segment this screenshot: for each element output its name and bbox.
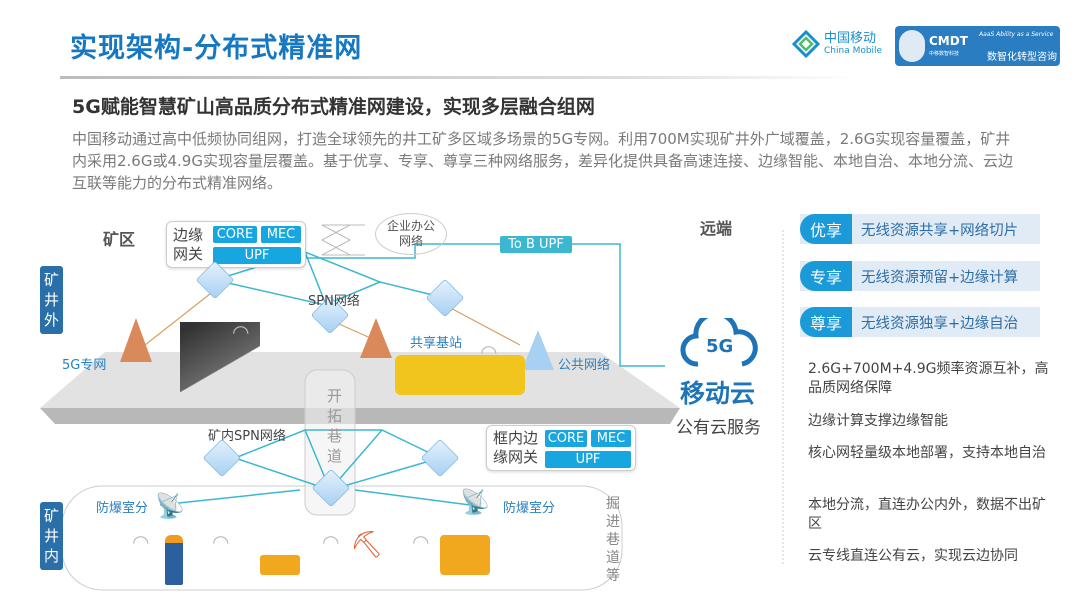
service-key: 尊享 xyxy=(800,307,852,337)
wifi-icon: ◠ xyxy=(212,530,230,554)
enterprise-office-network: 企业办公网络 xyxy=(375,213,447,255)
inside-mine-label: 矿井内 xyxy=(40,502,63,570)
cmdt-logo: CMDT 中移数智科技 AaaS Ability as a Service 数智… xyxy=(895,26,1060,66)
remote-label: 远端 xyxy=(700,219,733,238)
mine-area-label: 矿区 xyxy=(103,230,136,249)
bullet-item: 本地分流，直连办公内外，数据不出矿区 xyxy=(808,497,1046,532)
platform-edge xyxy=(40,408,680,424)
excavation-roadway-label: 掘进巷道等 xyxy=(606,496,620,584)
explosion-proof-right-label: 防爆室分 xyxy=(503,501,556,516)
wifi-icon: ◠ xyxy=(232,320,250,344)
logo-cn: 中国移动 xyxy=(824,31,877,46)
cmdt-text: CMDT xyxy=(929,34,968,48)
service-value: 无线资源预留+边缘计算 xyxy=(861,269,1019,286)
bullet-item: 2.6G+700M+4.9G频率资源互补，高品质网络保障 xyxy=(808,361,1049,396)
excavator-icon xyxy=(260,555,300,575)
cloud-5g-text: 5G xyxy=(706,336,734,357)
service-tier-zhuanxiang: 专享无线资源预留+边缘计算 xyxy=(800,261,1040,291)
cmdt-sub: 中移数智科技 xyxy=(929,51,960,57)
service-tier-zunxiang: 尊享无线资源独享+边缘自治 xyxy=(800,307,1040,337)
mec-chip: MEC xyxy=(591,430,631,447)
wifi-icon: ◠ xyxy=(322,530,340,554)
tob-upf-chip: To B UPF xyxy=(500,236,572,253)
edge-gateway-label: 边缘网关 xyxy=(173,226,204,263)
service-key: 专享 xyxy=(800,261,852,291)
subtitle: 5G赋能智慧矿山高品质分布式精准网建设，实现多层融合组网 xyxy=(72,96,595,118)
wifi-icon: ◠ xyxy=(132,530,150,554)
service-tier-youxiang: 优享无线资源共享+网络切片 xyxy=(800,214,1040,244)
upf-chip: UPF xyxy=(545,451,631,468)
avatar-icon xyxy=(899,30,925,62)
coal-conveyor-icon xyxy=(180,322,260,392)
service-value: 无线资源共享+网络切片 xyxy=(861,222,1019,239)
intro-paragraph: 中国移动通过高中低频协同组网，打造全球领先的井工矿多区域多场景的5G专网。利用7… xyxy=(72,130,1013,192)
wifi-icon: ◠ xyxy=(412,530,430,554)
core-chip: CORE xyxy=(213,226,257,243)
pickaxe-icon: ⛏ xyxy=(350,530,384,560)
upf-chip: UPF xyxy=(213,247,301,264)
inner-spn-label: 矿内SPN网络 xyxy=(208,429,286,444)
explosion-proof-left-label: 防爆室分 xyxy=(96,501,149,516)
cmdt-slogan: 数智化转型咨询 xyxy=(987,52,1057,63)
outside-mine-label: 矿井外 xyxy=(40,266,63,334)
bullet-item: 云专线直连公有云，实现云边协同 xyxy=(808,548,1018,564)
private-5g-tower-icon xyxy=(120,318,152,362)
service-key: 优享 xyxy=(800,214,852,244)
spn-network-label: SPN网络 xyxy=(308,294,360,309)
satellite-antenna-icon: 📡 xyxy=(460,488,490,516)
core-chip: CORE xyxy=(545,430,587,447)
public-cloud-service: 公有云服务 xyxy=(676,418,761,438)
mobile-cloud-name: 移动云 xyxy=(680,379,756,408)
edge-gateway: 边缘网关 CORE MEC UPF xyxy=(166,221,306,268)
page-title: 实现架构-分布式精准网 xyxy=(70,33,363,64)
logo-en: China Mobile xyxy=(824,46,883,56)
inner-edge-gateway: 框内边缘网关 CORE MEC UPF xyxy=(486,425,636,471)
inner-edge-gateway-label: 框内边缘网关 xyxy=(493,429,539,466)
public-network-label: 公共网络 xyxy=(558,358,611,373)
title-divider xyxy=(60,76,860,79)
tunnel-loader-icon xyxy=(440,535,490,575)
wifi-icon: ◠ xyxy=(480,340,498,364)
mobile-cloud-logo: 5G xyxy=(680,311,758,378)
bullet-item: 边缘计算支撑边缘智能 xyxy=(808,413,948,429)
bullet-item: 核心网轻量级本地部署，支持本地自治 xyxy=(808,445,1046,461)
china-mobile-emblem-icon xyxy=(792,30,820,58)
aaas-text: AaaS Ability as a Service xyxy=(979,31,1054,38)
mec-chip: MEC xyxy=(261,226,301,243)
development-roadway-label: 开拓巷道 xyxy=(327,387,343,465)
public-network-tower-icon xyxy=(522,330,554,370)
shared-base-station-label: 共享基站 xyxy=(410,336,463,351)
service-value: 无线资源独享+边缘自治 xyxy=(861,315,1019,332)
development-roadway-shaft xyxy=(304,369,356,516)
shared-base-station-icon xyxy=(360,318,392,358)
mining-truck-loader-icon xyxy=(395,355,525,395)
miner-drill-icon xyxy=(165,535,183,585)
satellite-antenna-icon: 📡 xyxy=(155,492,185,520)
private-5g-label: 5G专网 xyxy=(62,358,107,373)
